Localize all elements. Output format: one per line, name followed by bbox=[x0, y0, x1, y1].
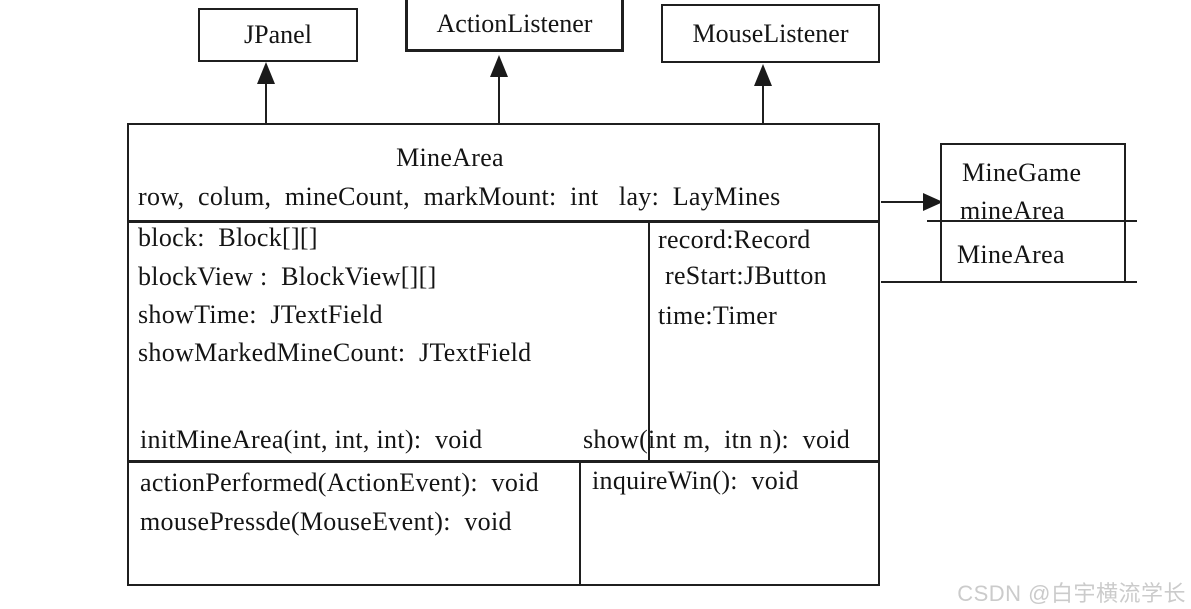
minearea-header-divider bbox=[127, 220, 880, 223]
attribute-row-blockview: blockView : BlockView[][] bbox=[138, 262, 437, 291]
class-box-mouselistener: MouseListener bbox=[661, 4, 880, 63]
method-row-initminearea: initMineArea(int, int, int): void bbox=[140, 425, 483, 454]
minegame-bottom-line bbox=[881, 281, 1137, 283]
association-arrow-head-icon bbox=[923, 193, 943, 211]
class-box-actionlistener: ActionListener bbox=[405, 0, 624, 52]
method-row-mousepressde: mousePressde(MouseEvent): void bbox=[140, 507, 512, 536]
class-box-minearea bbox=[127, 123, 880, 586]
minegame-type-minearea: MineArea bbox=[957, 240, 1065, 269]
inheritance-arrow-jpanel-head-icon bbox=[257, 62, 275, 84]
inheritance-arrow-actionlistener-head-icon bbox=[490, 55, 508, 77]
minearea-fields-header: row, colum, mineCount, markMount: int la… bbox=[138, 182, 781, 211]
minegame-class-name: MineGame bbox=[962, 158, 1082, 187]
attribute-row-restart: reStart:JButton bbox=[665, 261, 827, 290]
minearea-class-name: MineArea bbox=[396, 143, 504, 172]
minearea-attributes-column-divider bbox=[648, 223, 650, 460]
inheritance-arrow-jpanel-shaft bbox=[265, 82, 267, 124]
method-row-actionperformed: actionPerformed(ActionEvent): void bbox=[140, 468, 539, 497]
attribute-row-showmarkedminecount: showMarkedMineCount: JTextField bbox=[138, 338, 532, 367]
csdn-watermark: CSDN @白宇横流学长 bbox=[957, 581, 1186, 606]
method-row-inquirewin: inquireWin(): void bbox=[592, 466, 799, 495]
class-box-jpanel: JPanel bbox=[198, 8, 358, 62]
attribute-row-showtime: showTime: JTextField bbox=[138, 300, 383, 329]
inheritance-arrow-mouselistener-head-icon bbox=[754, 64, 772, 86]
minegame-field-divider bbox=[927, 220, 1137, 222]
class-name-mouselistener: MouseListener bbox=[692, 18, 849, 48]
attribute-row-block: block: Block[][] bbox=[138, 223, 318, 252]
association-arrow-shaft bbox=[881, 201, 925, 203]
inheritance-arrow-actionlistener-shaft bbox=[498, 76, 500, 124]
minearea-methods-divider bbox=[127, 460, 880, 463]
class-name-actionlistener: ActionListener bbox=[436, 9, 593, 38]
method-row-show: show(int m, itn n): void bbox=[583, 425, 851, 454]
minegame-field-minearea: mineArea bbox=[960, 196, 1065, 225]
class-box-minegame bbox=[940, 143, 1126, 283]
inheritance-arrow-mouselistener-shaft bbox=[762, 85, 764, 124]
attribute-row-record: record:Record bbox=[658, 225, 811, 254]
attribute-row-time: time:Timer bbox=[658, 301, 778, 330]
minearea-methods-column-divider bbox=[579, 463, 581, 584]
class-name-jpanel: JPanel bbox=[244, 20, 312, 49]
